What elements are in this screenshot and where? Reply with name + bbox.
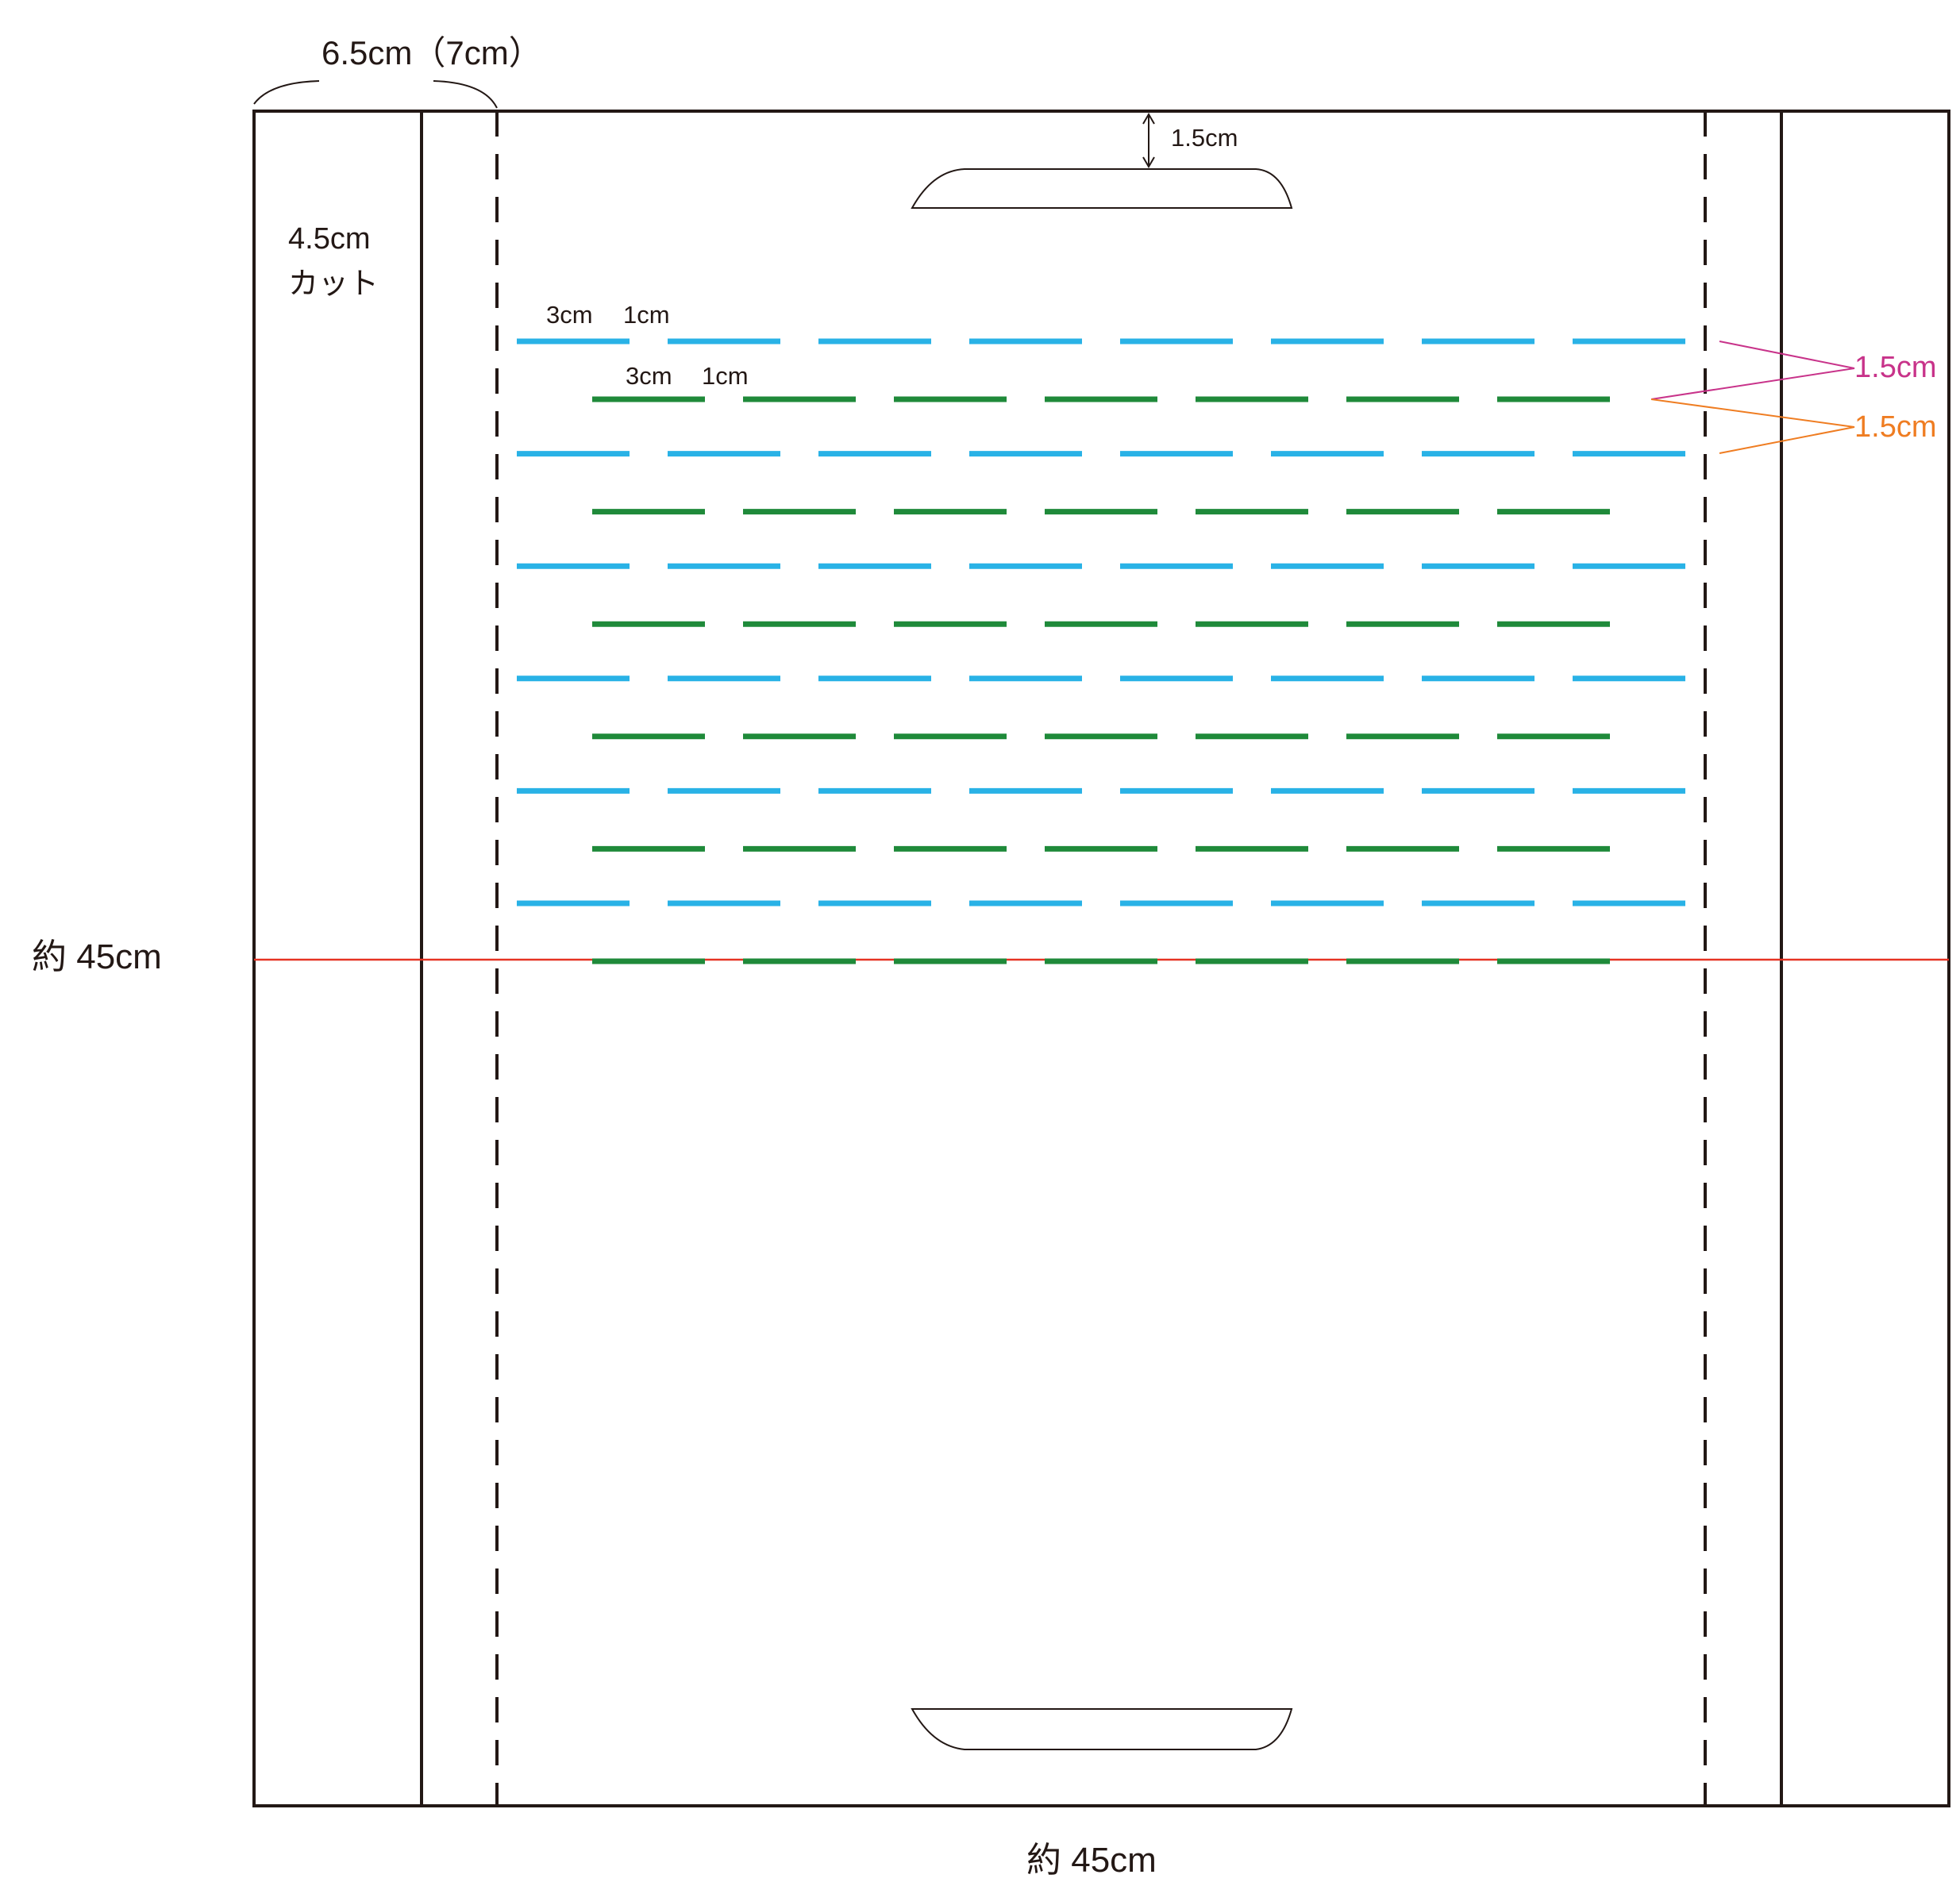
height-label: 約 45cm <box>32 937 162 976</box>
fold-width-bracket-right <box>433 80 498 109</box>
cloth-outline <box>252 110 1950 1807</box>
blue-green-spacing-label: 1.5cm <box>1854 351 1936 384</box>
fold-width-bracket-left <box>253 80 320 105</box>
green-gap-length-label: 1cm <box>702 362 749 390</box>
stitch-rows <box>517 338 1685 964</box>
fold-width-label: 6.5cm（7cm） <box>322 34 542 71</box>
orange-callout-lines <box>1650 398 1855 454</box>
green-dash-length-label: 3cm <box>626 362 672 390</box>
green-blue-spacing-label: 1.5cm <box>1854 410 1936 444</box>
handle-margin-label: 1.5cm <box>1171 124 1238 152</box>
bottom-handle-hole <box>911 1708 1293 1750</box>
top-handle-hole <box>911 168 1293 209</box>
width-label: 約 45cm <box>1026 1841 1157 1880</box>
magenta-callout-lines <box>1650 341 1855 400</box>
cut-width-label: 4.5cm <box>288 222 370 256</box>
handle-margin-arrow <box>1142 113 1155 168</box>
blue-gap-length-label: 1cm <box>623 301 670 329</box>
cut-text-label: カット <box>288 268 379 301</box>
blue-dash-length-label: 3cm <box>546 301 593 329</box>
